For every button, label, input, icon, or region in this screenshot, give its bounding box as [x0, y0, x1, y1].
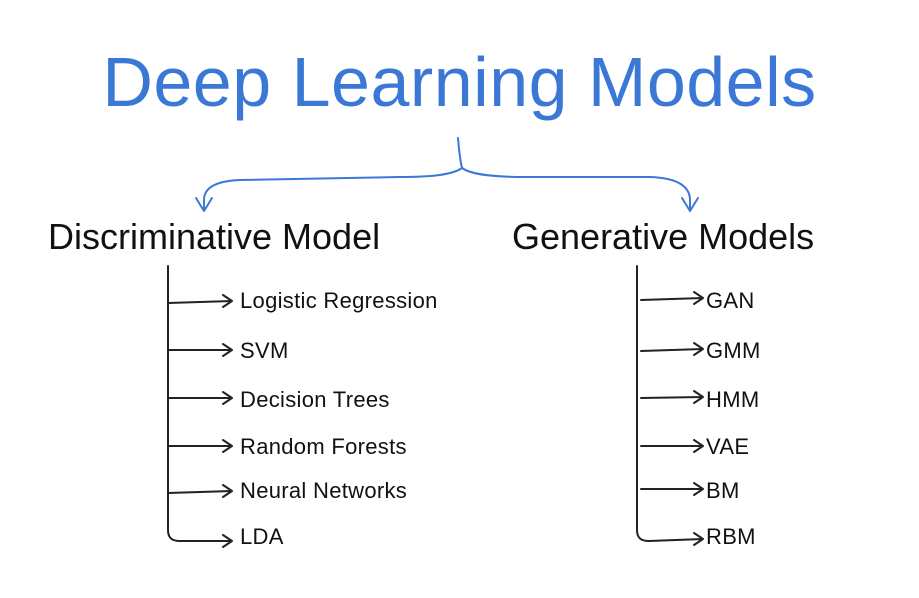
model-item-svm: SVM [240, 338, 289, 363]
category-discriminative-heading: Discriminative Model [48, 216, 381, 257]
right-brace-arrowhead [681, 197, 699, 212]
model-item-decision-trees: Decision Trees [240, 387, 390, 412]
model-item-logistic-regression: Logistic Regression [240, 288, 438, 313]
model-item-gan: GAN [706, 288, 755, 313]
right-branch-arrow [640, 291, 704, 305]
model-item-random-forests: Random Forests [240, 434, 407, 459]
diagram-title: Deep Learning Models [102, 43, 817, 121]
left-brace-arrowhead [195, 197, 213, 212]
left-branch-arrow [167, 343, 233, 357]
title-brace [203, 137, 691, 211]
model-item-neural-networks: Neural Networks [240, 478, 408, 503]
category-generative-heading: Generative Models [512, 216, 815, 257]
right-tree-lines [636, 265, 704, 546]
model-item-rbm: RBM [706, 524, 756, 549]
left-branch-arrow [167, 391, 233, 405]
left-trunk-line [167, 265, 181, 542]
right-branch-arrow [640, 390, 704, 404]
left-branch-arrow [167, 439, 233, 453]
right-branch-arrow [640, 342, 704, 356]
left-tree-lines [167, 265, 233, 548]
right-branch-arrow [640, 482, 704, 496]
left-branch-arrow [167, 484, 233, 498]
right-branch-arrow [648, 532, 704, 546]
model-item-gmm: GMM [706, 338, 761, 363]
left-branch-arrow [167, 294, 233, 308]
right-branch-arrow [640, 439, 704, 453]
left-branch-arrow [179, 534, 233, 548]
model-item-lda: LDA [240, 524, 284, 549]
right-trunk-line [636, 265, 650, 542]
model-item-hmm: HMM [706, 387, 760, 412]
model-item-bm: BM [706, 478, 740, 503]
model-item-vae: VAE [706, 434, 750, 459]
